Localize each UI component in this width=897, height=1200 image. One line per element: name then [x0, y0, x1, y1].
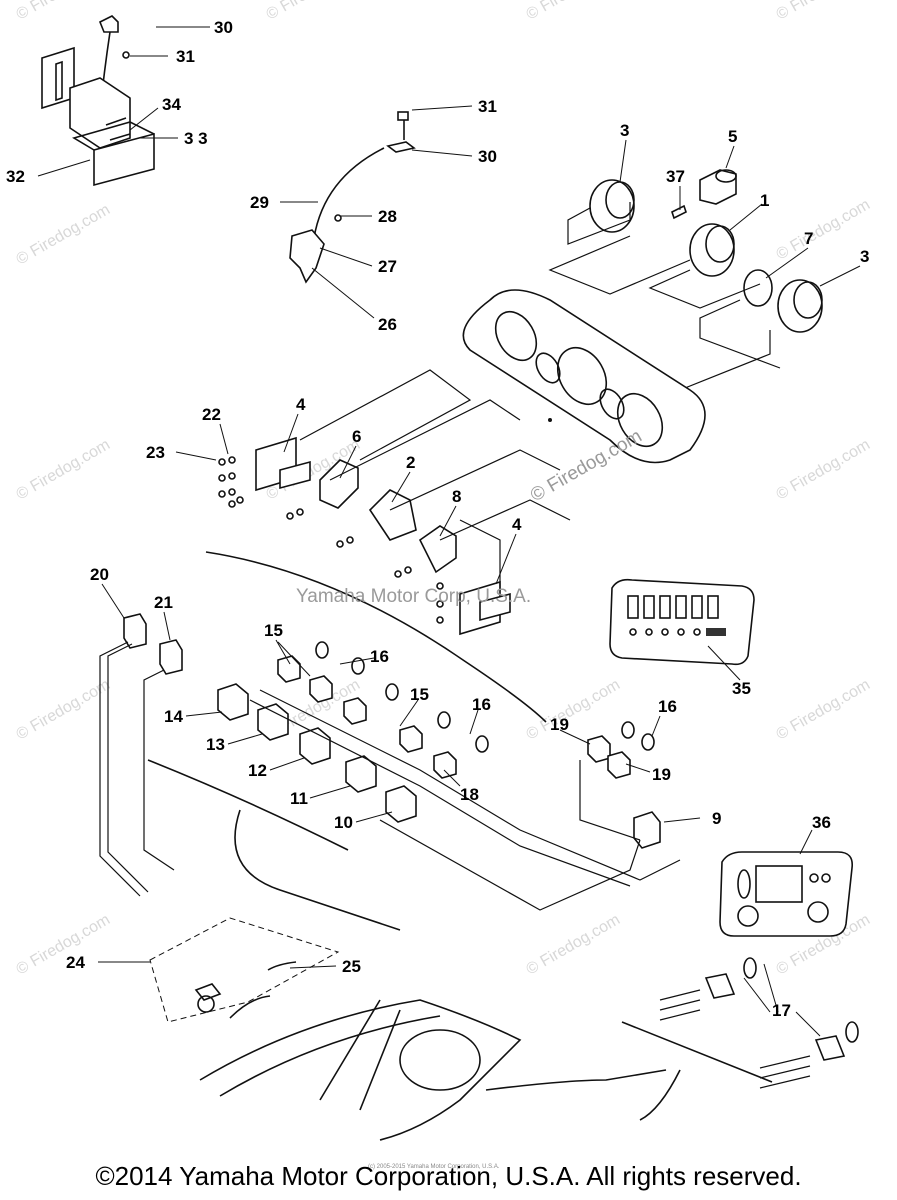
callout-32: 32 — [6, 167, 25, 186]
callout-31: 31 — [176, 47, 195, 66]
callout-29: 29 — [250, 193, 269, 212]
callout-13: 13 — [206, 735, 225, 754]
callout-19: 19 — [652, 765, 671, 784]
bracket-assembly — [41, 15, 155, 187]
dash-panel — [462, 289, 706, 464]
callout-22: 22 — [202, 405, 221, 424]
callout-5: 5 — [728, 127, 737, 146]
callout-28: 28 — [378, 207, 397, 226]
watermark: © Firedog.com — [524, 0, 624, 23]
callout-20: 20 — [90, 565, 109, 584]
callout-11: 11 — [290, 789, 308, 808]
copyright-footer: ©2014 Yamaha Motor Corporation, U.S.A. A… — [95, 1161, 802, 1191]
callout-30: 30 — [214, 18, 233, 37]
gauge-cluster — [548, 169, 823, 391]
callout-3: 3 — [620, 121, 629, 140]
watermark: © Firedog.com — [264, 0, 364, 23]
callout-23: 23 — [146, 443, 165, 462]
callout-24: 24 — [66, 953, 85, 972]
callout-6: 6 — [352, 427, 361, 446]
callout-4: 4 — [512, 515, 522, 534]
callout-36: 36 — [812, 813, 831, 832]
callout-33: 3 3 — [184, 129, 208, 148]
watermark: © Firedog.com — [14, 436, 114, 503]
watermark: © Firedog.com — [524, 911, 624, 978]
watermark: © Firedog.com — [774, 676, 874, 743]
watermark: © Firedog.com — [774, 436, 874, 503]
callout-25: 25 — [342, 957, 361, 976]
watermark-tiny: (c) 2005-2015 Yamaha Motor Corporation, … — [368, 1164, 500, 1170]
callout-35: 35 — [732, 679, 751, 698]
callout-7: 7 — [804, 229, 813, 248]
watermark: © Firedog.com — [524, 676, 624, 743]
callout-1: 1 — [760, 191, 769, 210]
callout-37: 37 — [666, 167, 685, 186]
callout-18: 18 — [460, 785, 479, 804]
callout-30: 30 — [478, 147, 497, 166]
callout-34: 34 — [162, 95, 181, 114]
callout-17: 17 — [772, 1001, 791, 1020]
callout-16: 16 — [370, 647, 389, 666]
callout-31: 31 — [478, 97, 497, 116]
callout-21: 21 — [154, 593, 173, 612]
hull-outline — [199, 809, 773, 1141]
watermark: © Firedog.com — [14, 911, 114, 978]
callout-27: 27 — [378, 257, 397, 276]
callout-19: 19 — [550, 715, 569, 734]
switch-panel — [609, 578, 755, 666]
watermark-center-copyright: Yamaha Motor Corp, U.S.A. — [296, 586, 531, 607]
callout-9: 9 — [712, 809, 721, 828]
watermark: © Firedog.com — [774, 196, 874, 263]
callout-3: 3 — [860, 247, 869, 266]
leader-lines — [37, 26, 861, 1037]
callout-16: 16 — [472, 695, 491, 714]
callout-15: 15 — [410, 685, 429, 704]
sensor-kit — [149, 917, 340, 1023]
callout-8: 8 — [452, 487, 461, 506]
display-and-plugs — [659, 851, 859, 1089]
callout-15: 15 — [264, 621, 283, 640]
switch-harness — [99, 613, 681, 911]
callout-10: 10 — [334, 813, 353, 832]
watermark: © Firedog.com — [14, 201, 114, 268]
callout-labels: 30 31 34 3 3 32 31 30 29 28 27 26 3 5 37… — [6, 18, 869, 1020]
callout-26: 26 — [378, 315, 397, 334]
mid-gauges — [205, 369, 571, 723]
watermark: © Firedog.com — [774, 0, 874, 23]
callout-14: 14 — [164, 707, 183, 726]
watermark: © Firedog.com — [14, 676, 114, 743]
callout-12: 12 — [248, 761, 267, 780]
watermark: © Firedog.com — [14, 0, 114, 23]
callout-4: 4 — [296, 395, 306, 414]
watermark-center-brand: © Firedog.com — [527, 426, 646, 507]
callout-2: 2 — [406, 453, 415, 472]
callout-16: 16 — [658, 697, 677, 716]
switch-assembly — [289, 111, 416, 284]
